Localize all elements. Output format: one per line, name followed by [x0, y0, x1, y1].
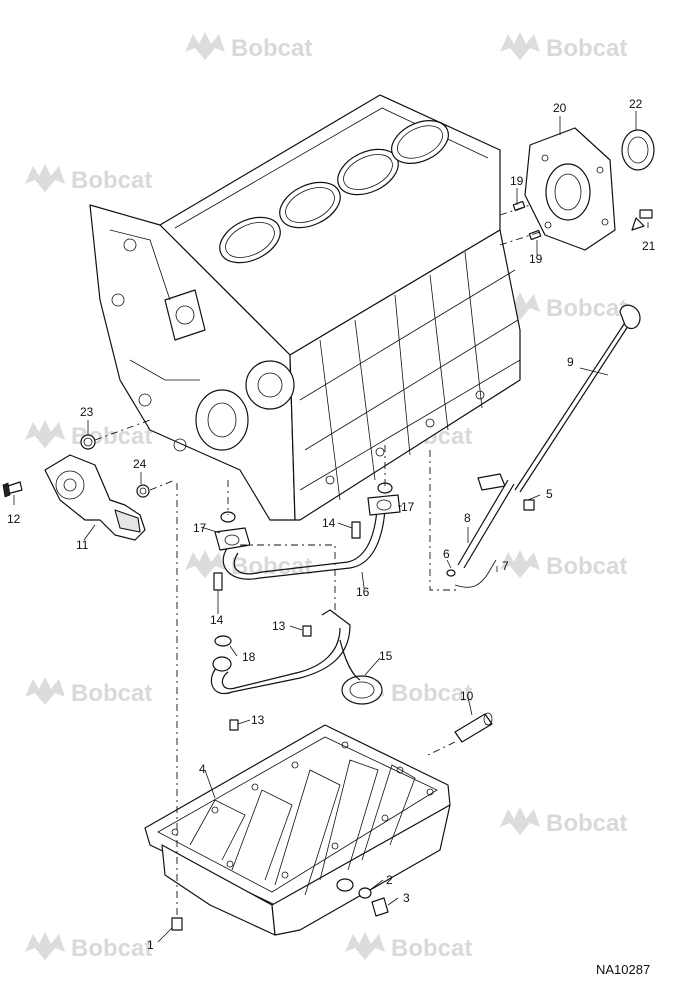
- watermark: Bobcat: [345, 932, 472, 962]
- document-number: NA10287: [596, 962, 650, 977]
- o-ring: [136, 484, 150, 498]
- callout-13b: 13: [251, 713, 265, 727]
- bolt: [171, 917, 183, 931]
- watermark: Bobcat: [25, 164, 152, 194]
- o-ring: [214, 635, 232, 647]
- bobcat-logo-icon: [345, 932, 385, 960]
- o-ring: [446, 569, 456, 577]
- oil-heater: [454, 713, 493, 743]
- watermark-text: Bobcat: [546, 295, 627, 322]
- callout-13: 13: [272, 619, 286, 633]
- watermark: Bobcat: [500, 550, 627, 580]
- callout-17: 17: [193, 521, 207, 535]
- callout-22: 22: [629, 97, 643, 111]
- rear-cover-assembly: [499, 127, 655, 251]
- o-ring: [80, 434, 96, 450]
- oil-tube: [222, 509, 386, 580]
- bolt: [351, 521, 361, 539]
- watermark: Bobcat: [25, 932, 152, 962]
- callout-10: 10: [460, 689, 474, 703]
- dipstick: [514, 317, 629, 491]
- bobcat-logo-icon: [500, 32, 540, 60]
- o-ring: [220, 511, 236, 523]
- oil-pickup-assembly: [210, 609, 383, 731]
- callout-12: 12: [7, 512, 21, 526]
- callout-21: 21: [642, 239, 656, 253]
- watermark: Bobcat: [185, 32, 312, 62]
- watermark-text: Bobcat: [71, 167, 152, 194]
- oil-pump-assembly: [2, 419, 176, 541]
- bobcat-logo-icon: [185, 32, 225, 60]
- bolt: [213, 572, 223, 591]
- oil-tube-assembly: [213, 445, 401, 610]
- bobcat-logo-icon: [185, 550, 225, 578]
- watermark-text: Bobcat: [71, 680, 152, 707]
- watermark-text: Bobcat: [71, 935, 152, 962]
- dipstick-guide-tube: [457, 479, 515, 569]
- bolt: [631, 209, 653, 231]
- watermark-text: Bobcat: [231, 35, 312, 62]
- callout-19: 19: [510, 174, 524, 188]
- callout-16: 16: [356, 585, 370, 599]
- bolt: [523, 499, 535, 511]
- callout-4: 4: [199, 762, 206, 776]
- watermark-text: Bobcat: [231, 553, 312, 580]
- bobcat-logo-icon: [500, 550, 540, 578]
- callout-14: 14: [322, 516, 336, 530]
- callout-17b: 17: [401, 500, 415, 514]
- dowel-pin: [528, 229, 542, 241]
- bobcat-logo-icon: [25, 420, 65, 448]
- callout-5: 5: [546, 487, 553, 501]
- callout-1: 1: [147, 938, 154, 952]
- callout-9: 9: [567, 355, 574, 369]
- bobcat-logo-icon: [500, 807, 540, 835]
- callout-23: 23: [80, 405, 94, 419]
- engine-block: [89, 94, 521, 521]
- callout-24: 24: [133, 457, 147, 471]
- leader-lines: [13, 111, 649, 943]
- callout-6: 6: [443, 547, 450, 561]
- bobcat-logo-icon: [25, 164, 65, 192]
- watermark-text: Bobcat: [391, 680, 472, 707]
- callout-20: 20: [553, 101, 567, 115]
- oil-pan-assembly: [144, 480, 493, 936]
- drain-plug: [371, 897, 389, 917]
- callout-11: 11: [76, 538, 89, 552]
- bolt: [229, 719, 239, 731]
- callout-2: 2: [386, 873, 393, 887]
- bobcat-logo-icon: [25, 932, 65, 960]
- callout-14b: 14: [210, 613, 224, 627]
- callout-18: 18: [242, 650, 256, 664]
- callout-7: 7: [502, 559, 509, 573]
- callout-19b: 19: [529, 252, 543, 266]
- oil-strainer: [210, 609, 351, 695]
- bobcat-logo-icon: [25, 677, 65, 705]
- watermark-text: Bobcat: [391, 935, 472, 962]
- callout-15: 15: [379, 649, 393, 663]
- drain-plug-washer: [358, 887, 372, 899]
- bolt: [302, 625, 312, 637]
- rear-oil-seal: [621, 129, 655, 171]
- watermark-text: Bobcat: [546, 35, 627, 62]
- watermark-text: Bobcat: [546, 553, 627, 580]
- callout-8: 8: [464, 511, 471, 525]
- watermark: Bobcat: [500, 807, 627, 837]
- watermark: Bobcat: [500, 32, 627, 62]
- watermark: Bobcat: [185, 550, 312, 580]
- watermark: Bobcat: [500, 292, 627, 322]
- watermark: Bobcat: [25, 677, 152, 707]
- callout-3: 3: [403, 891, 410, 905]
- watermark-text: Bobcat: [546, 810, 627, 837]
- dowel-pin: [512, 200, 526, 212]
- callouts: 1 2 3 4 5 6 7 8 9 10 11 12 13 13 14 14 1…: [7, 97, 656, 952]
- dipstick-assembly: [429, 304, 641, 591]
